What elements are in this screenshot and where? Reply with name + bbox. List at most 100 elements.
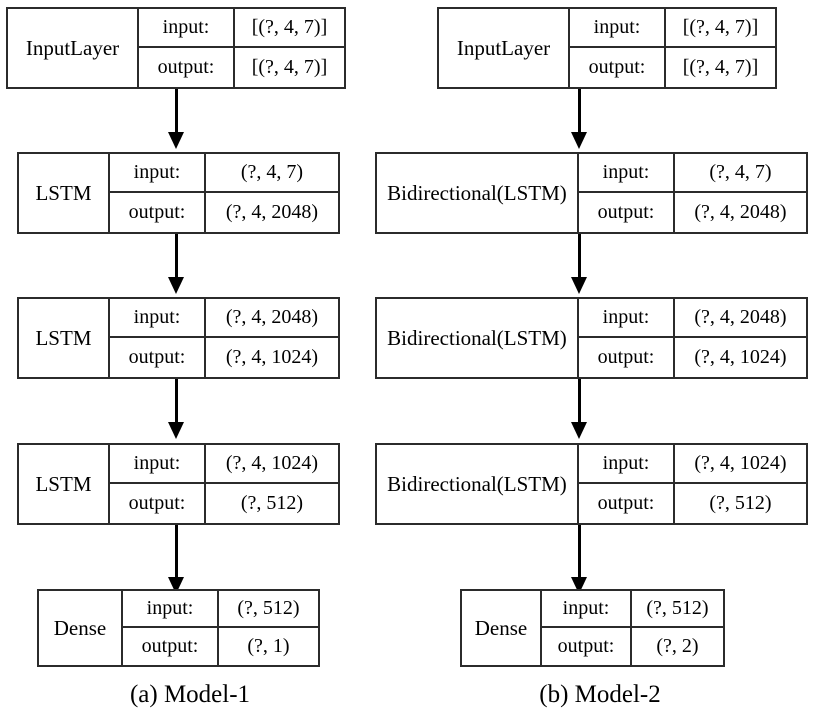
node-output-shape: (?, 4, 2048): [225, 201, 319, 223]
node-layer-name: LSTM: [19, 445, 110, 523]
node-io-row-input: input: (?, 4, 7): [579, 154, 806, 193]
node-input-shape: (?, 4, 2048): [694, 306, 787, 328]
arrow-stem: [578, 525, 581, 579]
node-io-block: input: (?, 4, 1024) output: (?, 512): [110, 445, 338, 523]
node-io-block: input: (?, 4, 7) output: (?, 4, 2048): [579, 154, 806, 232]
node-io-block: input: (?, 4, 2048) output: (?, 4, 1024): [110, 299, 338, 377]
node-io-row-output: output: (?, 4, 2048): [110, 193, 338, 232]
node-output-label: output:: [542, 628, 632, 665]
caption-model-2: (b) Model-2: [539, 681, 661, 708]
node-input-label: input:: [110, 154, 206, 191]
node-input-shape: (?, 4, 1024): [225, 452, 319, 474]
arrow-head-icon: [168, 277, 184, 294]
edge-arrow-model1-2: [168, 234, 184, 294]
node-input-shape: (?, 4, 7): [709, 161, 772, 183]
node-io-row-output: output: (?, 512): [579, 484, 806, 523]
node-layer-name: Dense: [39, 591, 123, 665]
node-layer-name: Bidirectional(LSTM): [377, 445, 579, 523]
node-io-block: input: [(?, 4, 7)] output: [(?, 4, 7)]: [570, 9, 775, 87]
edge-arrow-model1-1: [168, 89, 184, 149]
node-model2-dense: Dense input: (?, 512) output: (?, 2): [460, 589, 725, 667]
node-io-block: input: (?, 512) output: (?, 2): [542, 591, 723, 665]
node-io-row-input: input: (?, 512): [123, 591, 318, 628]
node-input-label: input:: [139, 9, 235, 46]
arrow-stem: [578, 89, 581, 134]
node-output-shape: (?, 4, 1024): [694, 346, 787, 368]
node-io-row-output: output: [(?, 4, 7)]: [570, 48, 775, 87]
arrow-stem: [578, 234, 581, 279]
node-input-shape: (?, 4, 2048): [225, 306, 319, 328]
node-io-row-output: output: (?, 4, 1024): [579, 338, 806, 377]
arrow-stem: [175, 89, 178, 134]
node-layer-name: LSTM: [19, 154, 110, 232]
arrow-stem: [175, 234, 178, 279]
node-model1-dense: Dense input: (?, 512) output: (?, 1): [37, 589, 320, 667]
arrow-head-icon: [571, 422, 587, 439]
node-output-label: output:: [123, 628, 219, 665]
node-input-shape: (?, 512): [646, 597, 709, 619]
arrow-stem: [175, 379, 178, 424]
node-output-label: output:: [579, 338, 675, 377]
node-io-row-output: output: (?, 512): [110, 484, 338, 523]
node-io-block: input: (?, 4, 7) output: (?, 4, 2048): [110, 154, 338, 232]
node-layer-name: Dense: [462, 591, 542, 665]
node-layer-name: InputLayer: [8, 9, 139, 87]
node-output-shape: (?, 1): [247, 635, 290, 657]
node-io-block: input: [(?, 4, 7)] output: [(?, 4, 7)]: [139, 9, 344, 87]
node-io-row-input: input: (?, 4, 7): [110, 154, 338, 193]
node-input-label: input:: [110, 299, 206, 336]
edge-arrow-model2-1: [571, 89, 587, 149]
node-io-row-output: output: [(?, 4, 7)]: [139, 48, 344, 87]
node-output-shape: (?, 2): [656, 635, 699, 657]
arrow-head-icon: [168, 132, 184, 149]
edge-arrow-model1-4: [168, 525, 184, 594]
node-input-label: input:: [123, 591, 219, 626]
node-input-shape: (?, 4, 1024): [694, 452, 787, 474]
edge-arrow-model1-3: [168, 379, 184, 439]
node-io-row-output: output: (?, 4, 2048): [579, 193, 806, 232]
node-model2-bidirectional-lstm-2: Bidirectional(LSTM) input: (?, 4, 2048) …: [375, 297, 808, 379]
node-input-label: input:: [542, 591, 632, 626]
node-model2-bidirectional-lstm-1: Bidirectional(LSTM) input: (?, 4, 7) out…: [375, 152, 808, 234]
arrow-stem: [578, 379, 581, 424]
arrow-head-icon: [571, 132, 587, 149]
node-layer-name: Bidirectional(LSTM): [377, 154, 579, 232]
caption-model-1: (a) Model-1: [129, 681, 251, 708]
node-output-shape: (?, 4, 1024): [225, 346, 319, 368]
arrow-stem: [175, 525, 178, 579]
node-layer-name: Bidirectional(LSTM): [377, 299, 579, 377]
node-io-row-output: output: (?, 4, 1024): [110, 338, 338, 377]
node-input-shape: [(?, 4, 7)]: [251, 16, 328, 38]
node-output-shape: (?, 512): [709, 492, 772, 514]
node-input-label: input:: [579, 154, 675, 191]
node-layer-name: LSTM: [19, 299, 110, 377]
node-output-label: output:: [570, 48, 666, 87]
node-output-shape: (?, 4, 2048): [694, 201, 787, 223]
node-output-shape: [(?, 4, 7)]: [251, 56, 328, 78]
node-output-label: output:: [110, 193, 206, 232]
node-model1-lstm-3: LSTM input: (?, 4, 1024) output: (?, 512…: [17, 443, 340, 525]
edge-arrow-model2-2: [571, 234, 587, 294]
arrow-head-icon: [571, 277, 587, 294]
node-io-row-output: output: (?, 2): [542, 628, 723, 665]
node-input-shape: (?, 512): [237, 597, 300, 619]
node-io-row-input: input: (?, 4, 1024): [579, 445, 806, 484]
node-model1-inputlayer: InputLayer input: [(?, 4, 7)] output: [(…: [6, 7, 346, 89]
node-io-row-input: input: (?, 512): [542, 591, 723, 628]
arrow-head-icon: [168, 422, 184, 439]
edge-arrow-model2-4: [571, 525, 587, 594]
edge-arrow-model2-3: [571, 379, 587, 439]
node-input-label: input:: [579, 445, 675, 482]
node-output-label: output:: [110, 484, 206, 523]
node-model2-inputlayer: InputLayer input: [(?, 4, 7)] output: [(…: [437, 7, 777, 89]
node-input-label: input:: [570, 9, 666, 46]
node-output-label: output:: [579, 484, 675, 523]
node-output-shape: (?, 512): [240, 492, 304, 514]
node-output-label: output:: [139, 48, 235, 87]
node-model1-lstm-2: LSTM input: (?, 4, 2048) output: (?, 4, …: [17, 297, 340, 379]
node-io-row-output: output: (?, 1): [123, 628, 318, 665]
node-io-row-input: input: [(?, 4, 7)]: [570, 9, 775, 48]
node-input-label: input:: [579, 299, 675, 336]
node-input-shape: (?, 4, 7): [240, 161, 304, 183]
